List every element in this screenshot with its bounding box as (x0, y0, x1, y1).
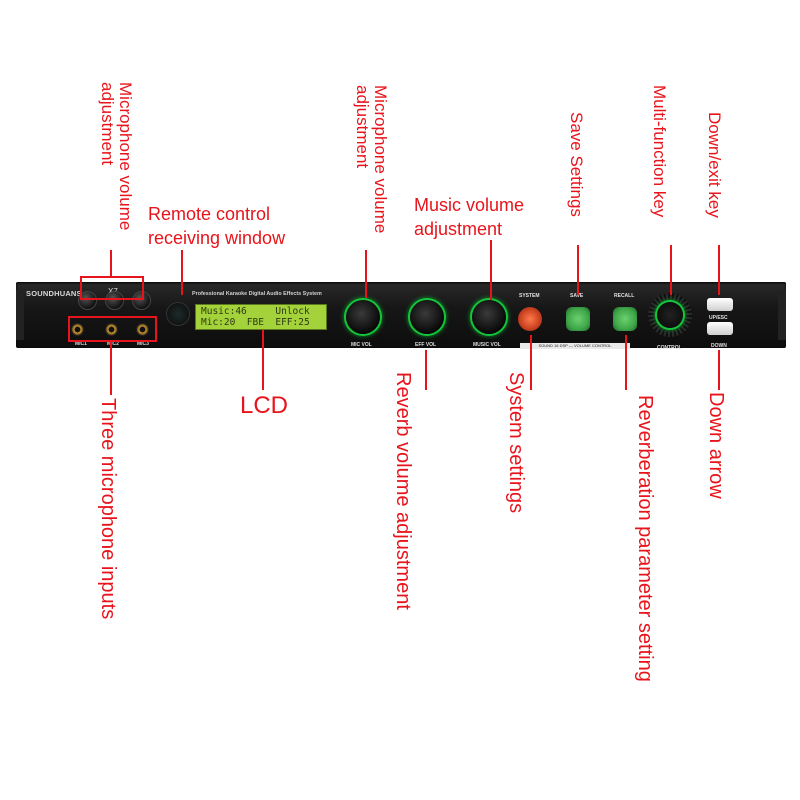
lcd-display: Music:46 Unlock Mic:20 FBE EFF:25 (195, 304, 327, 330)
lcd-line-1: Music:46 Unlock (201, 306, 310, 317)
up-esc-button[interactable] (707, 298, 733, 311)
rack-ear-right (778, 290, 786, 340)
down-button[interactable] (707, 322, 733, 335)
mic2-jack[interactable] (105, 323, 118, 336)
device-subtitle: Professional Karaoke Digital Audio Effec… (192, 291, 322, 297)
music-vol-knob[interactable] (472, 300, 506, 334)
mic-vol-label: MIC VOL (351, 342, 372, 348)
mic2-label: MIC2 (107, 341, 119, 347)
annotation-music-volume: Music volume adjustment (414, 195, 525, 239)
control-label: CONTROL (657, 345, 682, 351)
mic3-label: MIC3 (137, 341, 149, 347)
leader-multifunction (670, 245, 672, 295)
mic2-volume-knob[interactable] (105, 291, 124, 310)
eff-vol-knob[interactable] (410, 300, 444, 334)
leader-remote (181, 250, 183, 295)
leader-reverb (425, 350, 427, 390)
annotation-reverb-volume: Reverb volume adjustment (392, 372, 414, 610)
mic3-jack[interactable] (136, 323, 149, 336)
up-esc-label: UP/ESC (709, 315, 728, 321)
leader-music-volume (490, 240, 492, 300)
annotation-down-arrow: Down arrow (705, 392, 727, 499)
down-label: DOWN (711, 343, 727, 349)
annotation-system-settings: System settings (505, 372, 527, 514)
save-label: SAVE (570, 293, 584, 299)
leader-down-exit (718, 245, 720, 295)
control-dial-center (657, 302, 683, 328)
recall-button[interactable] (613, 307, 637, 331)
mic-vol-knob[interactable] (346, 300, 380, 334)
annotation-multi-function: Multi-function key (649, 85, 669, 218)
mic-jacks-highlight-box (68, 316, 157, 342)
mic3-volume-knob[interactable] (132, 291, 151, 310)
system-label: SYSTEM (519, 293, 540, 299)
annotation-mic-volume-right: Microphone volume adjustment (353, 85, 390, 234)
annotation-save-settings: Save Settings (566, 112, 586, 217)
leader-mic-volume-left (110, 250, 112, 278)
annotation-reverberation-parameter: Reverberation parameter setting (634, 395, 656, 682)
music-vol-label: MUSIC VOL (473, 342, 501, 348)
control-strip: SOUND 16 DSP — VOLUME CONTROL (520, 343, 630, 349)
eff-vol-label: EFF VOL (415, 342, 437, 348)
leader-mic-volume-right (365, 250, 367, 298)
leader-reverb-param (625, 335, 627, 390)
leader-lcd (262, 330, 264, 390)
save-button[interactable] (566, 307, 590, 331)
mic1-label: MIC1 (75, 341, 87, 347)
mic1-jack[interactable] (71, 323, 84, 336)
annotation-down-exit: Down/exit key (704, 112, 724, 218)
leader-system (530, 335, 532, 390)
annotation-mic-volume-left: Microphone volume adjustment (98, 82, 135, 231)
annotation-remote-control: Remote control receiving window (148, 204, 286, 248)
mic1-volume-knob[interactable] (78, 291, 97, 310)
recall-label: RECALL (614, 293, 635, 299)
leader-save (577, 245, 579, 295)
brand-logo: SOUNDHUANS (26, 289, 82, 298)
control-dial[interactable] (648, 293, 692, 337)
annotation-three-mic-inputs: Three microphone inputs (97, 398, 119, 620)
remote-ir-window (166, 302, 190, 326)
leader-mic-inputs (110, 340, 112, 395)
annotation-lcd: LCD (240, 392, 289, 419)
system-button[interactable] (518, 307, 542, 331)
mic-knobs-highlight-box (80, 276, 144, 300)
leader-down-arrow (718, 350, 720, 390)
rack-ear-left (16, 290, 24, 340)
lcd-line-2: Mic:20 FBE EFF:25 (201, 317, 310, 328)
